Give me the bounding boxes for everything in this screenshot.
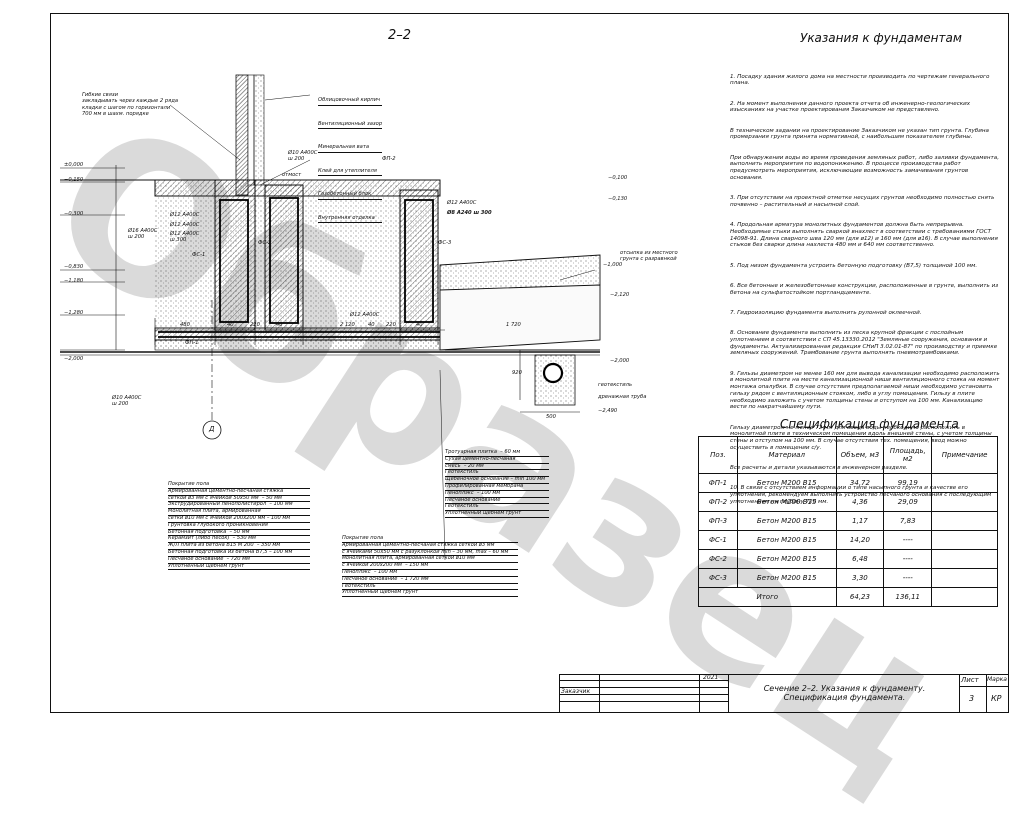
level-1280: −1,280	[64, 310, 84, 316]
otmostka-label: отмост	[282, 172, 302, 178]
level-right-2490: −2,490	[598, 408, 618, 414]
level-1180: −1,180	[64, 278, 84, 284]
title-block-customer: Заказчик	[561, 688, 591, 695]
rebar-label-1: Ø10 А400С ш 200	[288, 150, 318, 163]
spec-col-material: Материал	[736, 436, 837, 474]
dim-40c: 40	[368, 322, 375, 328]
wall-layers-legend: Облицовочный кирпич Вентиляционный зазор…	[318, 82, 383, 231]
spec-total-area: 136,11	[883, 587, 933, 607]
dim-1720: 1 720	[506, 322, 521, 328]
element-fs1: ФС-1	[192, 252, 206, 258]
rebar-label-3: Ø12 А400С	[170, 222, 200, 228]
element-fs2: ФС-2	[258, 240, 272, 246]
level-0830: −0,830	[64, 264, 84, 270]
title-block-mark-label: Марка	[987, 676, 1007, 683]
spec-total-volume: 64,23	[835, 587, 885, 607]
spec-total-row: Итого 64,23 136,11	[698, 587, 998, 607]
spec-col-area: Площадь, м2	[883, 436, 933, 474]
rebar-label-7: Ø8 А240 ш 300	[447, 210, 492, 216]
leader-lines	[169, 94, 596, 561]
rebar-label-8: Ø12 А400С	[350, 312, 380, 318]
drawing-frame	[50, 13, 1009, 713]
rebar	[158, 197, 440, 338]
title-block-year: 2021	[703, 674, 719, 681]
element-fs3: ФС-3	[438, 240, 452, 246]
level-right-0130: −0,130	[608, 196, 628, 202]
dim-40a: 40	[227, 322, 234, 328]
floor-slab	[154, 179, 441, 197]
element-fp2: ФП-2	[382, 156, 396, 162]
floor-legend-1: Покрытие пола Армированная цементно-песч…	[168, 481, 310, 571]
title-block: 2021 Заказчик Сечение 2–2. Указания к фу…	[559, 674, 1009, 713]
level-0300: −0,300	[64, 211, 84, 217]
dim-220a: 220	[250, 322, 260, 328]
walkway-legend: Тротуарная плитка – 60 мм Сухая цементно…	[445, 449, 549, 518]
drain-label: дренажная труба	[598, 394, 647, 400]
foundation-walls	[214, 179, 439, 331]
foundation-section-drawing	[60, 74, 601, 561]
spec-table: Поз. Материал Объем, м3 Площадь, м2 Прим…	[698, 436, 998, 607]
flex-ties-note: Гибкие связи закладывать через каждые 2 …	[82, 92, 178, 117]
section-title: 2–2	[388, 28, 412, 43]
axis-label: Д	[209, 425, 215, 433]
notes-title: Указания к фундаментам	[800, 31, 962, 45]
spec-col-note: Примечание	[931, 436, 998, 474]
spec-total-label: Итого	[698, 587, 837, 607]
grade-lines	[60, 179, 601, 356]
rebar-label-5: Ø16 А400С ш 200	[128, 228, 158, 241]
level-right-2120: −2,120	[610, 292, 630, 298]
spec-header-row: Поз. Материал Объем, м3 Площадь, м2 Прим…	[698, 436, 998, 474]
dim-480: 480	[180, 322, 190, 328]
level-right-1000: −1,000	[603, 262, 623, 268]
spec-title: Спецификация фундамента	[780, 417, 959, 431]
floor-legend-2: Покрытие пола Армированная цементно-песч…	[342, 535, 518, 598]
title-block-sheet-title: Сечение 2–2. Указания к фундаменту. Спец…	[763, 684, 926, 702]
ground-fill-note: отсыпка из местного грунта с разравнкой	[620, 250, 678, 263]
dim-500: 500	[546, 414, 556, 420]
spec-col-volume: Объем, м3	[835, 436, 885, 474]
level-0000: ±0,000	[64, 162, 84, 168]
dim-chain-bottom	[154, 318, 445, 345]
level-right-0100: −0,100	[608, 175, 628, 181]
title-block-sheet-no: 3	[969, 694, 975, 703]
rebar-label-6: Ø12 А400С	[447, 200, 477, 206]
level-2000: −2,000	[64, 356, 84, 362]
level-right-2000: −2,000	[610, 358, 630, 364]
rebar-label-9: Ø10 А400С ш 200	[112, 395, 142, 408]
axis-marker	[202, 420, 222, 440]
dim-220b: 220	[386, 322, 396, 328]
dim-920: 920	[512, 370, 522, 376]
drain-pipe	[542, 362, 564, 384]
dim-chain-left	[60, 165, 125, 351]
geotextile-label: геотекстиль	[598, 382, 633, 388]
element-fp1: ФП-1	[185, 340, 199, 346]
dim-40b: 40	[276, 322, 283, 328]
wall-above	[235, 74, 265, 196]
rebar-label-2: Ø12 А400С	[170, 212, 200, 218]
level-0150: −0,150	[64, 177, 84, 183]
title-block-mark: КР	[991, 694, 1002, 703]
dim-40d: 40	[416, 322, 423, 328]
dim-2120: 2 120	[340, 322, 355, 328]
rebar-label-4: Ø12 А400С ш 300	[170, 231, 200, 244]
title-block-sheet-label: Лист	[961, 676, 979, 684]
spec-col-pos: Поз.	[698, 436, 738, 474]
